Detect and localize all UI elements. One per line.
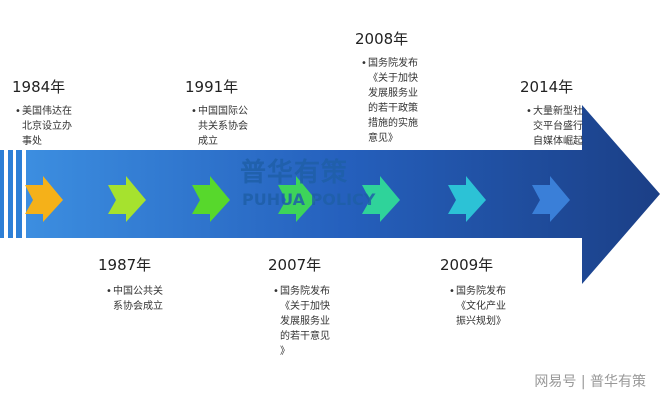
- chevron-arrow-icon: [25, 176, 63, 222]
- event-text: 国务院发布 《关于加快 发展服务业 的若干政策 措施的实施 意见》: [368, 58, 418, 144]
- event-year: 2008年: [355, 30, 409, 48]
- event-year: 1991年: [185, 78, 239, 96]
- event-year: 1987年: [98, 256, 152, 274]
- chevron-arrow-icon: [108, 176, 146, 222]
- event-description: •大量新型社 交平台盛行 自媒体崛起: [526, 106, 583, 147]
- event-text: 中国国际公 共关系协会 成立: [198, 106, 248, 147]
- event-text: 大量新型社 交平台盛行 自媒体崛起: [533, 106, 583, 147]
- event-description: •中国国际公 共关系协会 成立: [191, 106, 248, 147]
- stripe: [0, 150, 4, 238]
- arrow-body: [26, 105, 660, 284]
- stripe: [16, 150, 22, 238]
- chevron-arrow-icon: [192, 176, 230, 222]
- event-description: •国务院发布 《关于加快 发展服务业 的若干意见 》: [273, 286, 330, 357]
- chevron-arrow-icon: [532, 176, 570, 222]
- event-text: 美国伟达在 北京设立办 事处: [22, 106, 72, 147]
- event-year: 2014年: [520, 78, 574, 96]
- stripe: [8, 150, 13, 238]
- chevron-arrow-icon: [448, 176, 486, 222]
- watermark-cn: 普华有策: [240, 158, 349, 188]
- event-year: 2009年: [440, 256, 494, 274]
- chevron-arrow-icon: [362, 176, 400, 222]
- watermark-en: PUHUA POLICY: [242, 190, 376, 209]
- event-year: 2007年: [268, 256, 322, 274]
- event-text: 国务院发布 《文化产业 振兴规划》: [456, 286, 506, 327]
- event-description: •美国伟达在 北京设立办 事处: [15, 106, 72, 147]
- chevron-arrow-icon: [278, 176, 316, 222]
- event-description: •中国公共关 系协会成立: [106, 286, 163, 312]
- event-description: •国务院发布 《关于加快 发展服务业 的若干政策 措施的实施 意见》: [361, 58, 418, 144]
- footer-source: 网易号 | 普华有策: [534, 374, 646, 390]
- event-text: 国务院发布 《关于加快 发展服务业 的若干意见 》: [280, 286, 330, 357]
- event-year: 1984年: [12, 78, 66, 96]
- event-description: •国务院发布 《文化产业 振兴规划》: [449, 286, 506, 327]
- event-text: 中国公共关 系协会成立: [113, 286, 163, 312]
